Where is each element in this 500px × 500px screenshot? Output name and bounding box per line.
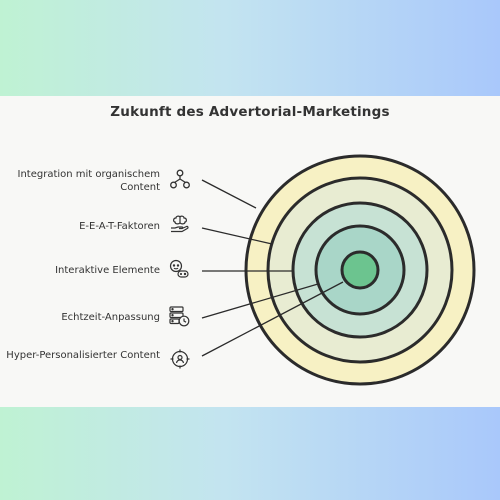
connector-line-2	[201, 227, 273, 245]
ring-core	[340, 250, 380, 290]
org-chart-icon	[169, 168, 191, 190]
gamepad-person-icon	[167, 258, 189, 280]
label-interaktive: Interaktive Elemente	[55, 265, 160, 276]
label-eeat: E-E-A-T-Faktoren	[79, 221, 160, 232]
diagram-title: Zukunft des Advertorial-Marketings	[110, 104, 390, 120]
label-echtzeit: Echtzeit-Anpassung	[61, 312, 160, 323]
label-hyper: Hyper-Personalisierter Content	[6, 350, 160, 361]
connector-line-1	[201, 179, 257, 209]
server-clock-icon	[168, 305, 190, 327]
connector-line-4	[201, 283, 319, 319]
connector-line-5	[201, 281, 344, 357]
brain-hand-icon	[169, 213, 191, 235]
target-user-icon	[169, 348, 191, 370]
label-integration: Integration mit organischem Content	[17, 169, 161, 193]
